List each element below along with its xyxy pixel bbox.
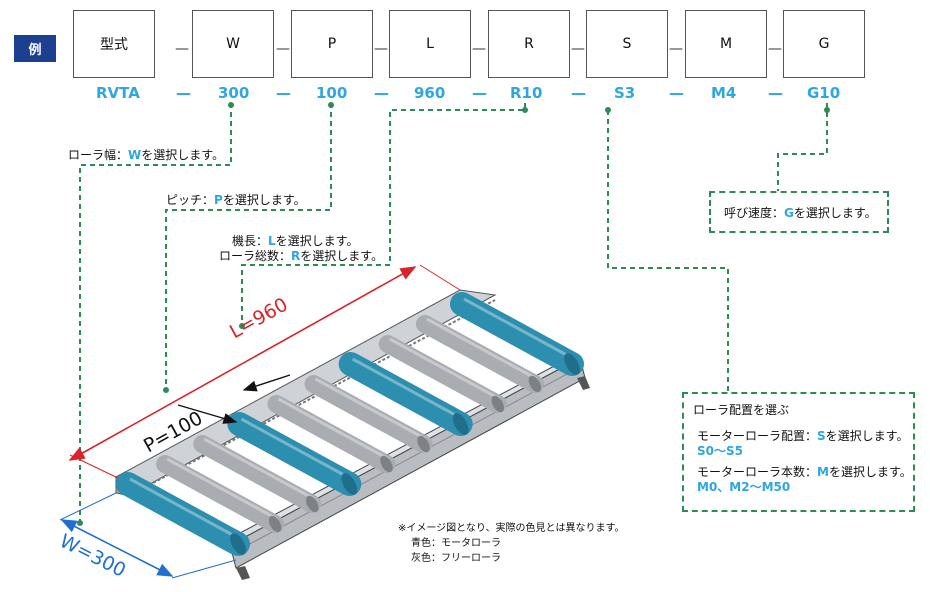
- pitch-arrow: [242, 374, 291, 392]
- width-dimension-line: [60, 519, 174, 577]
- value-separator: —: [768, 84, 783, 102]
- separator: —: [669, 41, 683, 57]
- value-separator: —: [669, 84, 684, 102]
- g-annotation-box: 呼び速度：Gを選択します。: [709, 191, 889, 233]
- note-line-1: ※イメージ図となり、実際の色見とは異なります。: [398, 523, 625, 534]
- model-value: RVTA: [96, 84, 140, 102]
- separator: —: [472, 41, 486, 57]
- r-value: R10: [510, 84, 543, 102]
- s-value: S3: [614, 84, 636, 102]
- w-value: 300: [218, 84, 250, 102]
- g-box: G: [783, 10, 865, 78]
- length-dimension-line: [68, 266, 417, 461]
- m-box: M: [685, 10, 767, 78]
- motor-roller: [116, 472, 250, 556]
- note-line-3: 灰色：フリーローラ: [411, 553, 501, 564]
- m-value: M4: [711, 84, 737, 102]
- p-value: 100: [316, 84, 348, 102]
- m-range: M0、M2〜M50: [697, 480, 791, 494]
- separator: —: [276, 41, 290, 57]
- w-annotation: ローラ幅：Wを選択します。: [68, 148, 225, 162]
- note-line-2: 青色：モータローラ: [411, 538, 501, 549]
- free-roller: [156, 455, 285, 533]
- separator: —: [571, 41, 585, 57]
- g-annotation: 呼び速度：Gを選択します。: [724, 206, 877, 220]
- g-value: G10: [807, 84, 841, 102]
- p-box: P: [291, 10, 373, 78]
- r-annotation: ローラ総数：Rを選択します。: [219, 249, 384, 263]
- l-annotation: 機長：Lを選択します。: [232, 234, 359, 248]
- w-box: W: [192, 10, 274, 78]
- value-separator: —: [472, 84, 487, 102]
- l-box: L: [389, 10, 471, 78]
- value-separator: —: [571, 84, 586, 102]
- s-range: S0〜S5: [697, 444, 743, 458]
- m-annotation: モーターローラ本数：Mを選択します。: [697, 465, 912, 479]
- pitch-arrow: [177, 404, 238, 424]
- s-box: S: [586, 10, 668, 78]
- motor-roller: [450, 292, 584, 376]
- free-roller: [415, 315, 544, 393]
- s-annotation: モーターローラ配置：Sを選択します。: [697, 429, 909, 443]
- value-separator: —: [374, 84, 389, 102]
- roller-layout-title: ローラ配置を選ぶ: [693, 403, 790, 417]
- model-box: 型式: [73, 10, 155, 78]
- leg: [236, 566, 250, 580]
- value-separator: —: [176, 84, 191, 102]
- value-separator: —: [276, 84, 291, 102]
- p-annotation: ピッチ：Pを選択します。: [166, 193, 306, 207]
- separator: —: [768, 41, 782, 57]
- l-value: 960: [414, 84, 446, 102]
- roller-layout-box: ローラ配置を選ぶ モーターローラ配置：Sを選択します。 S0〜S5 モーターロー…: [682, 392, 915, 512]
- r-box: R: [488, 10, 570, 78]
- separator: —: [374, 41, 388, 57]
- separator: —: [175, 41, 189, 57]
- leg: [577, 376, 590, 390]
- example-badge: 例: [14, 35, 56, 62]
